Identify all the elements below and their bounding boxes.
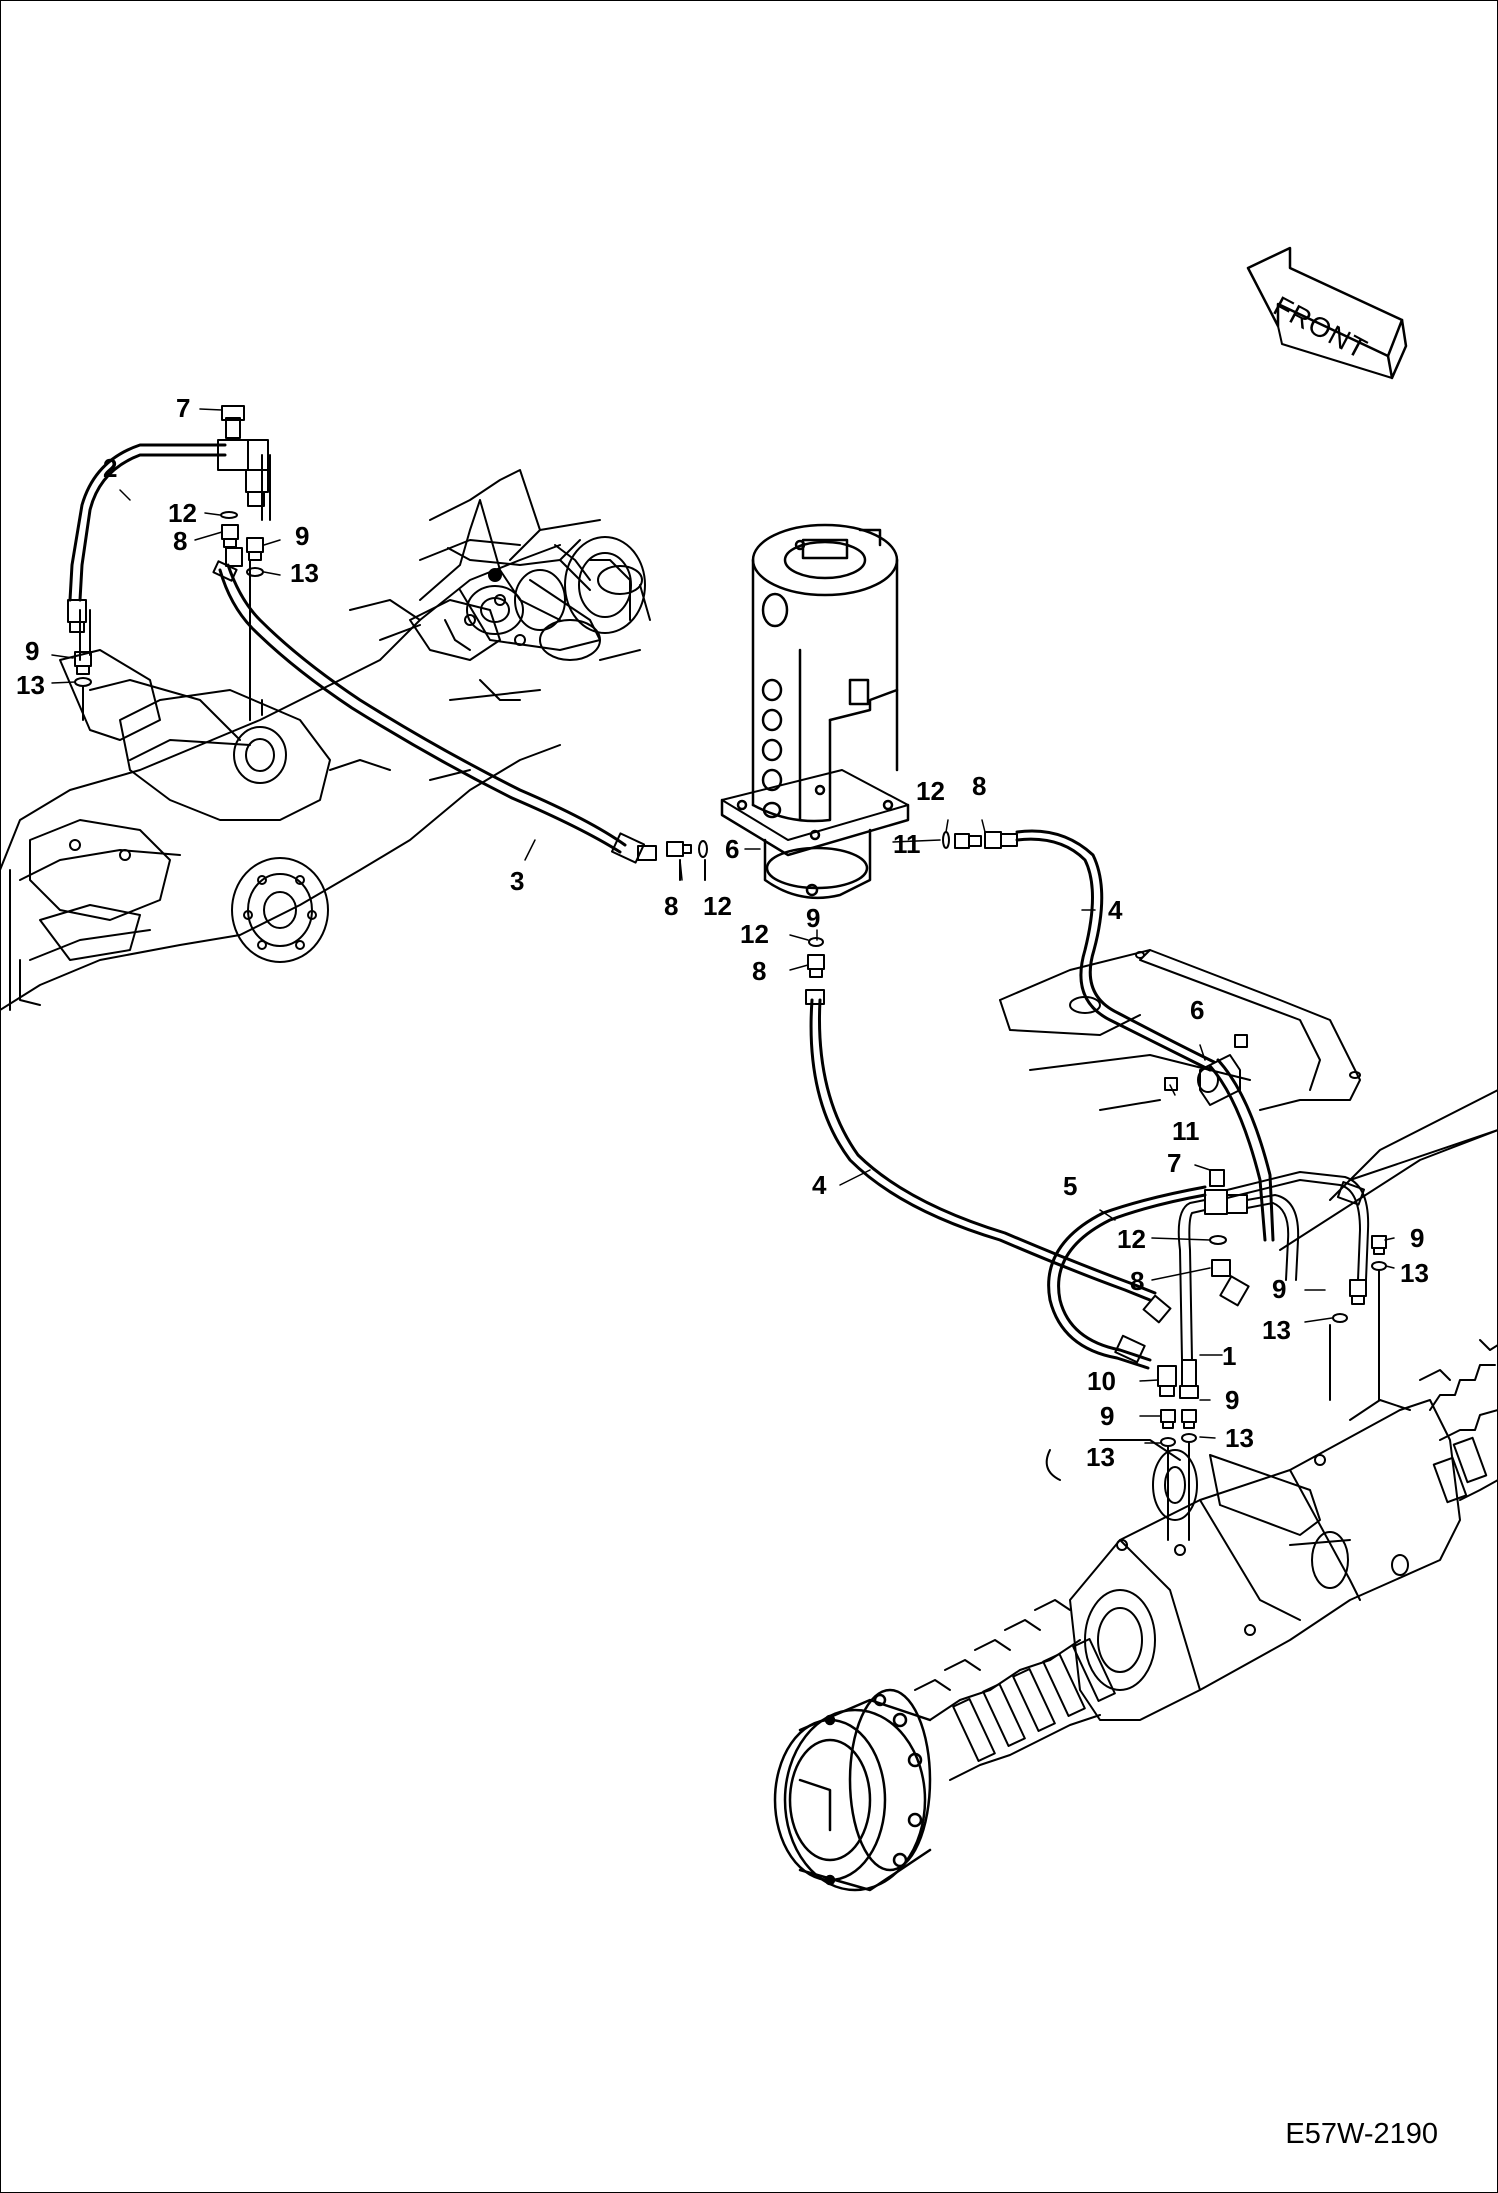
tee-fitting-right: [1177, 1169, 1370, 1361]
callout-12-swivel-right: 12: [916, 776, 945, 806]
callout-12-upper-left: 12: [168, 498, 197, 528]
chassis-frame: [999, 949, 1498, 1251]
callout-9-lower-right: 9: [1225, 1385, 1240, 1415]
callout-12-swivel-below: 12: [740, 919, 769, 949]
callout-4-lower: 4: [812, 1170, 827, 1200]
callout-6-bracket: 6: [1190, 995, 1205, 1025]
hose-4-lower: [809, 998, 1172, 1324]
callout-8-swivel-right: 8: [972, 771, 987, 801]
callout-12-right: 12: [1117, 1224, 1146, 1254]
callout-12-swivel-left: 12: [703, 891, 732, 921]
callout-13-right: 13: [1262, 1315, 1291, 1345]
tube-2: [67, 443, 227, 633]
drawing-code: E57W-2190: [1285, 2118, 1438, 2150]
hose-3: [212, 547, 657, 864]
callout-11-swivel: 11: [893, 829, 921, 859]
fittings-swivel-right: [942, 831, 1018, 849]
leader-lines: [51, 408, 1395, 1444]
callout-11-bracket: 11: [1172, 1116, 1200, 1146]
rear-axle-gear-profile-right: [1419, 1339, 1498, 1504]
callout-2: 2: [103, 453, 118, 483]
callout-9-lower-left: 9: [1100, 1401, 1115, 1431]
rear-axle-assembly: [1045, 1399, 1461, 1721]
callout-5: 5: [1063, 1171, 1078, 1201]
callout-13-lower-right: 13: [1225, 1423, 1254, 1453]
bracket-6-right: [1164, 1054, 1241, 1106]
callout-9-right: 9: [1272, 1274, 1287, 1304]
callout-3: 3: [510, 866, 525, 896]
callout-8-swivel-below: 8: [752, 956, 767, 986]
callout-8-swivel-left: 8: [664, 891, 679, 921]
callout-13-far-right: 13: [1400, 1258, 1429, 1288]
fittings-swivel-below: [805, 937, 825, 1005]
callout-6-swivel: 6: [725, 834, 740, 864]
rear-wheel-hub: [773, 1688, 932, 1892]
callout-8-upper-left: 8: [173, 526, 188, 556]
callout-7-right: 7: [1167, 1148, 1182, 1178]
front-differential-housing: [349, 469, 651, 701]
callout-7-upper-left: 7: [176, 393, 191, 423]
center-swivel-joint: [720, 523, 910, 900]
front-direction-arrow: [1246, 246, 1408, 380]
hose-5: [1047, 1185, 1207, 1370]
callout-8-right: 8: [1130, 1266, 1145, 1296]
callout-9-far-right: 9: [1410, 1223, 1425, 1253]
callout-9-upper-left: 9: [295, 521, 310, 551]
callout-1: 1: [1222, 1341, 1237, 1371]
callout-10: 10: [1087, 1366, 1116, 1396]
callout-13-left: 13: [16, 670, 45, 700]
callout-9-left: 9: [25, 636, 40, 666]
front-axle-assembly: [0, 519, 601, 1011]
tee-fitting-upper-left: [217, 405, 271, 521]
callout-9-swivel-below: 9: [806, 903, 821, 933]
callout-13-lower-left: 13: [1086, 1442, 1115, 1472]
rear-axle-driveshaft-teeth: [914, 1599, 1116, 1781]
fittings-swivel-left: [666, 840, 708, 881]
callout-13-upper-left: 13: [290, 558, 319, 588]
callout-4-upper: 4: [1108, 895, 1123, 925]
fittings-upper-left: [74, 511, 264, 721]
